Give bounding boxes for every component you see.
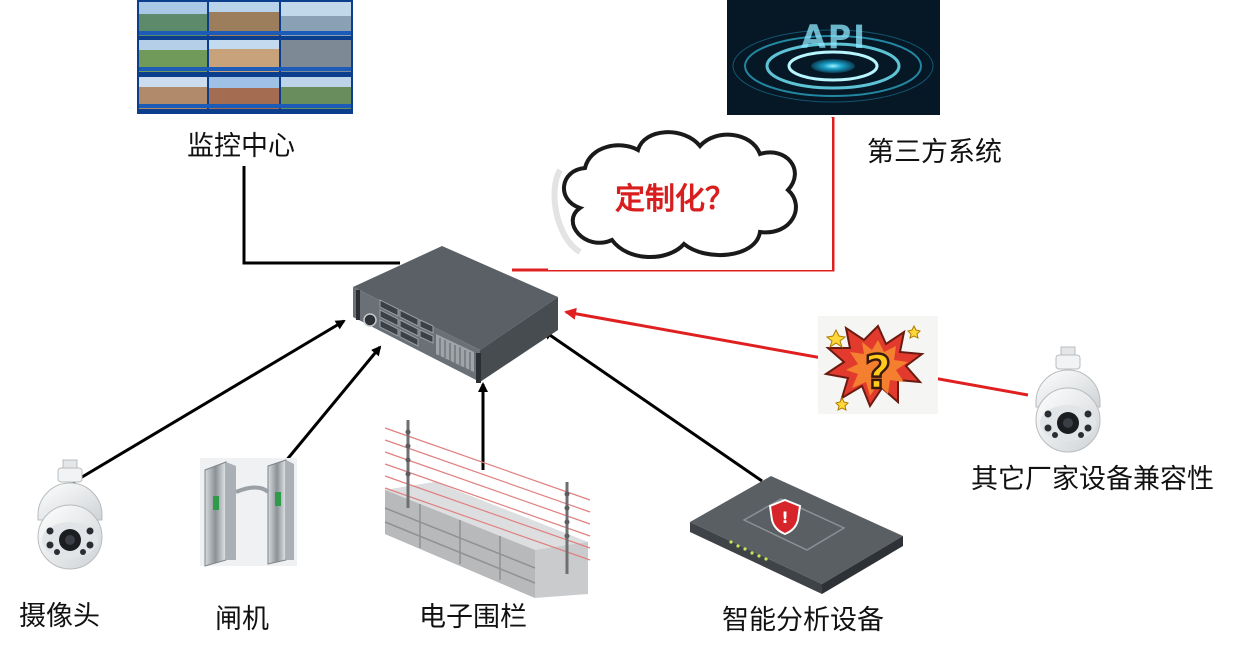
server-device <box>353 246 558 383</box>
analyzer-label: 智能分析设备 <box>722 605 884 636</box>
arrow-other-vendor <box>564 307 1029 397</box>
svg-text:!: ! <box>781 508 788 527</box>
fence-device <box>384 420 591 598</box>
arrow-camera <box>71 319 346 485</box>
other-vendor-label: 其它厂家设备兼容性 <box>971 464 1214 495</box>
link-monitor-center <box>242 166 400 265</box>
api-image <box>727 0 940 115</box>
third-party-label: 第三方系统 <box>867 137 1002 168</box>
gate-label: 闸机 <box>215 604 269 635</box>
fence-label: 电子围栏 <box>419 602 527 633</box>
cloud-shape <box>548 118 832 270</box>
question-burst-image: ? <box>818 316 938 414</box>
arrow-analyzer <box>542 329 763 483</box>
customize-cloud-text: 定制化？ <box>615 182 735 217</box>
camera-device <box>37 459 103 570</box>
monitor-center-label: 监控中心 <box>187 131 295 162</box>
svg-text:?: ? <box>865 345 892 399</box>
api-text: API <box>800 18 868 56</box>
analyzer-device: ! <box>690 476 903 594</box>
video-wall-image <box>137 0 353 114</box>
other-vendor-camera <box>1035 346 1101 453</box>
arrow-gate <box>283 345 382 463</box>
gate-device <box>200 458 297 567</box>
camera-label: 摄像头 <box>19 601 100 632</box>
